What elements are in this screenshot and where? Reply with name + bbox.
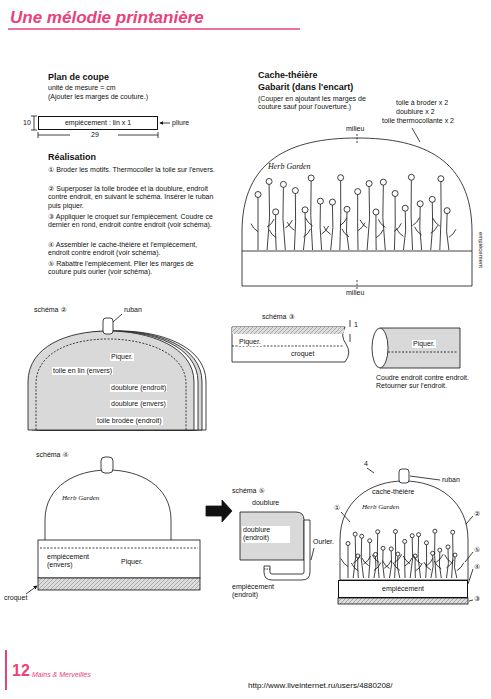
part-label: empiècement (envers) (46, 553, 103, 570)
part-label: ruban (442, 476, 460, 484)
callout-number: ④ (474, 563, 480, 571)
part-label: milieu (346, 289, 364, 297)
part-label: Piquer. (412, 340, 436, 348)
part-label: doublure (endroit) (110, 384, 167, 392)
section-heading: Gabarit (dans l'encart) (258, 82, 353, 93)
callout-number: ② (474, 510, 480, 518)
watermark: http://www.liveinternet.ru/users/4880208… (248, 681, 393, 691)
embroidery-text: Herb Garden (362, 503, 399, 511)
embroidery-text: Herb Garden (268, 162, 311, 172)
part-label: Piquer. (110, 353, 134, 361)
part-label: ruban (124, 306, 142, 314)
dimension: 10 (23, 119, 31, 127)
part-label: milieu (346, 125, 364, 133)
section-heading: Plan de coupe (48, 72, 109, 83)
part-label: croquet (290, 350, 315, 358)
page-number: 12 (12, 661, 30, 680)
part-label: Piquer. (120, 558, 144, 566)
schema-label: schéma ② (34, 306, 67, 314)
part-label: (Couper en ajoutant les marges de coutur… (258, 95, 390, 112)
step-text: ① Broder les motifs. Thermocoller la toi… (48, 166, 216, 174)
callout-number: ① (334, 504, 340, 512)
callout-number: ③ (474, 595, 480, 603)
schema-label: schéma ④ (36, 451, 69, 459)
part-label: doublure (endroit) (242, 526, 290, 543)
part-label: unité de mesure = cm (48, 84, 116, 92)
part-label: Piquer. (238, 338, 262, 346)
step-text: ⑤ Rabattre l'empiècement. Plier les marg… (48, 260, 216, 277)
part-label: cache-théière (372, 488, 414, 496)
dimension: 1 (354, 321, 358, 329)
step-text: ② Superposer la toile brodée et la doubl… (48, 185, 216, 210)
part-label: empiècement (endroit) (232, 583, 292, 600)
step-text: ④ Assembler le cache-théière et l'empièc… (48, 241, 216, 258)
schema-label: schéma ③ (262, 313, 295, 321)
part-label: (Ajouter les marges de couture.) (48, 93, 148, 101)
step-text: ③ Appliquer le croquet sur l'empiècement… (48, 213, 216, 230)
cutting-piece: empiècement : lin x 1 (38, 116, 158, 130)
part-label: doublure (envers) (110, 400, 167, 408)
part-label: Coudre endroit contre endroit. Retourner… (376, 374, 474, 391)
part-label: toile brodée (endroit) (96, 417, 163, 425)
embroidery-text: Herb Garden (62, 494, 99, 502)
page-title: Une mélodie printanière (10, 8, 204, 28)
band-piece: empiècement (338, 580, 468, 598)
piece-label: empiècement : lin x 1 (65, 119, 131, 127)
callout-number: ⑤ (474, 546, 480, 554)
part-label: toile à broder x 2 (396, 99, 448, 107)
part-label: doublure (252, 499, 279, 507)
schema-label: schéma ⑤ (232, 487, 265, 495)
part-label: doublure x 2 (396, 108, 435, 116)
section-heading: Cache-théière (258, 70, 318, 81)
magazine-name: Mains & Merveilles (32, 671, 91, 679)
piece-label: empiècement (382, 585, 424, 593)
part-label: Ourler. (313, 538, 334, 546)
section-heading: Réalisation (48, 152, 96, 163)
part-label: croquet (4, 594, 27, 602)
part-label: toile thermocollante x 2 (382, 117, 454, 125)
dimension: 29 (90, 131, 100, 139)
part-label: empiècement (477, 232, 484, 268)
callout-number: 4 (364, 460, 368, 468)
part-label: toile en lin (envers) (52, 367, 113, 375)
part-label: pliure (172, 119, 189, 127)
